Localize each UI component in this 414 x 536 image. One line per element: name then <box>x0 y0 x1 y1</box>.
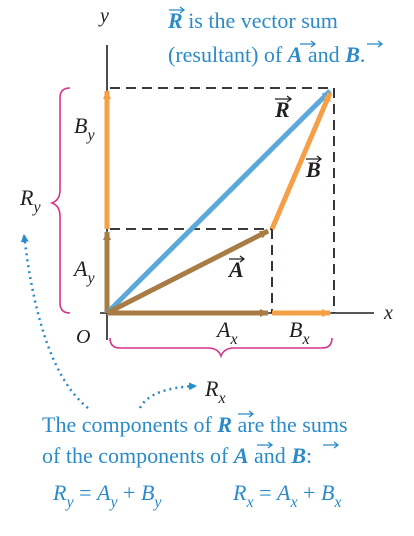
y-axis-label: y <box>98 5 109 27</box>
svg-text:B: B <box>305 157 321 182</box>
ax-label: Ax <box>215 317 238 348</box>
ay-label: Ay <box>72 256 95 287</box>
vector-b-arrow <box>269 92 333 230</box>
rx-brace <box>109 337 333 359</box>
svg-text:R: R <box>274 97 290 122</box>
vector-r-arrow <box>105 89 332 315</box>
vector-b-label: B <box>305 155 323 182</box>
top-caption: R is the vector sum (resultant) of A and… <box>167 6 384 67</box>
bottom-caption-line2: of the components of A and B: <box>42 443 312 468</box>
ry-brace <box>49 87 71 314</box>
by-label: By <box>74 113 95 144</box>
top-caption-line1: R is the vector sum <box>167 8 338 33</box>
vector-r-label: R <box>274 95 293 122</box>
svg-text:A: A <box>227 257 244 282</box>
equation-rx: Rx = Ax + Bx <box>232 480 342 511</box>
dotted-arrow-to-ry <box>20 234 89 409</box>
bx-label: Bx <box>289 317 310 348</box>
dotted-arrow-to-rx <box>138 382 197 409</box>
rx-label: Rx <box>204 376 226 407</box>
bottom-caption: The components of R are the sums of the … <box>42 410 348 468</box>
ry-label: Ry <box>19 185 41 216</box>
x-axis-label: x <box>383 302 393 324</box>
bottom-caption-line1: The components of R are the sums <box>42 412 348 437</box>
top-caption-line2: (resultant) of A and B. <box>168 42 365 67</box>
equation-ry: Ry = Ay + By <box>52 480 162 511</box>
origin-label: O <box>76 326 90 348</box>
vector-a-label: A <box>227 255 246 282</box>
vector-a-arrow <box>105 228 270 316</box>
